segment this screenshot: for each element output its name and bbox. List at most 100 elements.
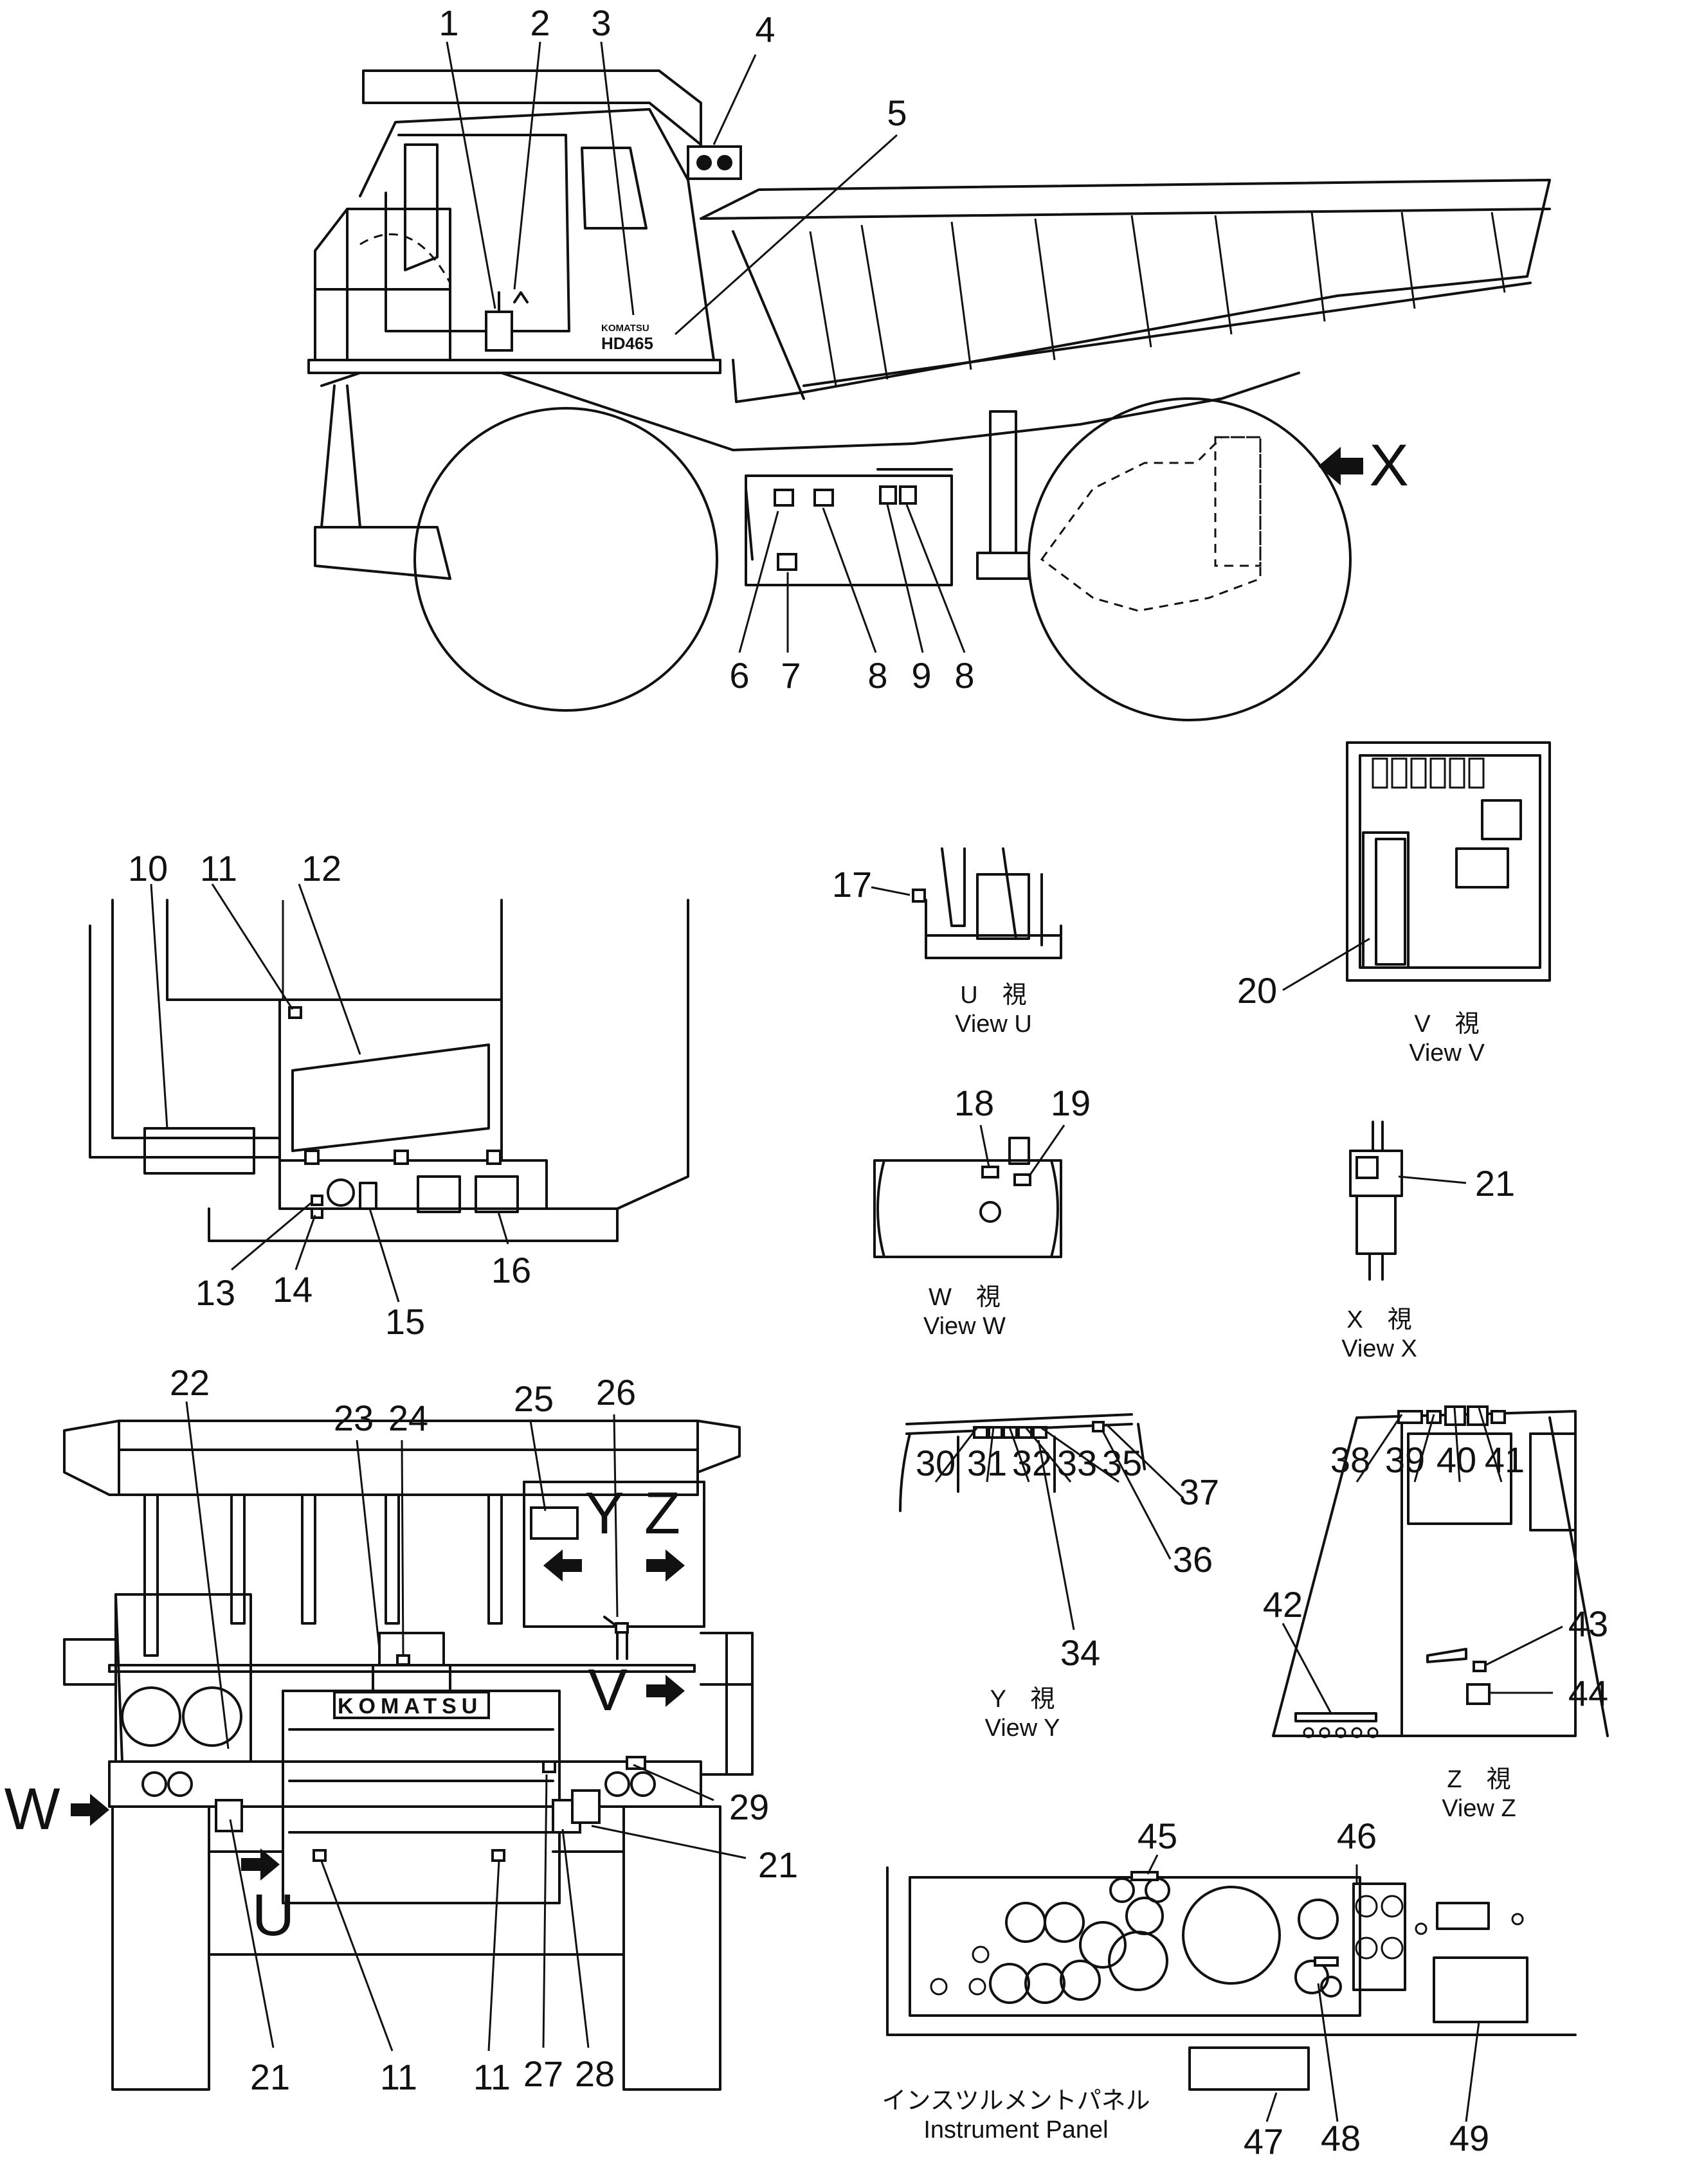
callout-20: 20	[1237, 970, 1277, 1011]
callout-31: 31	[967, 1443, 1007, 1483]
view-y	[899, 1413, 1146, 1512]
view-z-leaders	[1282, 1407, 1563, 1714]
callout-2: 2	[530, 3, 550, 43]
callout-32: 32	[1012, 1443, 1052, 1483]
view-v	[1346, 741, 1551, 982]
callout-44: 44	[1568, 1673, 1608, 1713]
view-y-leaders	[934, 1423, 1184, 1630]
callout-21-front-right: 21	[758, 1845, 798, 1885]
callout-48: 48	[1321, 2118, 1361, 2158]
direction-v-label: V	[588, 1657, 627, 1723]
direction-w-label: W	[5, 1776, 60, 1842]
truck-side-view: KOMATSU HD465	[307, 69, 1551, 721]
direction-u-label: U	[252, 1882, 295, 1948]
callout-39: 39	[1385, 1439, 1425, 1480]
callout-34: 34	[1060, 1632, 1100, 1673]
callout-49: 49	[1449, 2118, 1489, 2158]
callout-38: 38	[1330, 1439, 1370, 1480]
view-captions: U 視 View U V 視 View V W 視 View W X 視 Vie…	[882, 982, 1516, 2143]
instrument-panel-leaders	[1147, 1854, 1480, 2122]
view-w	[873, 1137, 1062, 1258]
callout-25: 25	[514, 1378, 554, 1419]
callout-numbers: 1 2 3 4 5 6 7 8 9 8 10 11 12 13 14 15 16…	[128, 3, 1608, 2161]
callout-19: 19	[1051, 1083, 1091, 1123]
instrument-panel	[886, 1866, 1577, 2091]
callout-22: 22	[170, 1362, 210, 1403]
callout-37: 37	[1179, 1472, 1219, 1512]
callout-15: 15	[385, 1301, 425, 1342]
caption-view-x-en: View X	[1341, 1335, 1417, 1362]
callout-11a: 11	[200, 848, 237, 889]
rear-panel-view	[89, 899, 689, 1242]
caption-view-v-jp: V 視	[1414, 1011, 1479, 1038]
caption-panel-en: Instrument Panel	[923, 2116, 1108, 2143]
callout-9: 9	[911, 655, 931, 696]
caption-view-y-en: View Y	[985, 1715, 1060, 1742]
callout-27: 27	[523, 2053, 563, 2094]
callout-16: 16	[491, 1250, 531, 1290]
callout-42: 42	[1263, 1584, 1303, 1625]
view-z	[1272, 1405, 1609, 1738]
callout-40: 40	[1437, 1439, 1476, 1480]
callout-8b: 8	[954, 655, 974, 696]
callout-23: 23	[334, 1398, 374, 1438]
caption-view-x-jp: X 視	[1346, 1306, 1411, 1333]
callout-12: 12	[302, 848, 341, 889]
callout-6: 6	[729, 655, 749, 696]
callout-47: 47	[1244, 2121, 1283, 2161]
callout-14: 14	[273, 1269, 313, 1310]
callout-41: 41	[1485, 1439, 1525, 1480]
caption-panel-jp: インスツルメントパネル	[882, 2088, 1150, 2115]
callout-45: 45	[1138, 1816, 1177, 1856]
callout-3: 3	[591, 3, 611, 43]
direction-z-label: Z	[644, 1481, 680, 1546]
callout-21-x: 21	[1475, 1163, 1515, 1204]
callout-17: 17	[832, 864, 872, 905]
callout-36: 36	[1173, 1539, 1213, 1580]
callout-8a: 8	[867, 655, 887, 696]
callout-5: 5	[887, 93, 907, 133]
direction-x-label: X	[1369, 433, 1408, 498]
callout-35: 35	[1102, 1443, 1142, 1483]
callout-11b: 11	[380, 2057, 417, 2097]
callout-26: 26	[596, 1372, 636, 1412]
callout-13: 13	[195, 1272, 235, 1313]
caption-view-w-en: View W	[923, 1313, 1006, 1340]
caption-view-u-jp: U 視	[960, 982, 1026, 1009]
callout-1: 1	[439, 3, 458, 43]
callout-46: 46	[1337, 1816, 1377, 1856]
caption-view-z-jp: Z 視	[1447, 1766, 1510, 1793]
brand-small-label: KOMATSU	[601, 323, 649, 334]
callout-18: 18	[954, 1083, 994, 1123]
callout-7: 7	[781, 655, 801, 696]
leader-21-x	[1398, 1175, 1467, 1184]
leader-17	[871, 886, 911, 896]
direction-y-label: Y	[585, 1481, 624, 1546]
brand-front-label: KOMATSU	[338, 1694, 482, 1719]
rear-panel-leaders	[150, 883, 509, 1303]
front-view-arrows	[71, 447, 1363, 1881]
side-view-leaders	[446, 41, 966, 653]
view-x	[1349, 1121, 1403, 1281]
callout-4: 4	[755, 9, 775, 50]
callout-11c: 11	[473, 2057, 511, 2097]
callout-10: 10	[128, 848, 168, 889]
callout-21-front-left: 21	[250, 2057, 290, 2097]
caption-view-u-en: View U	[955, 1011, 1032, 1038]
callout-30: 30	[916, 1443, 956, 1483]
view-u	[912, 847, 1062, 959]
caption-view-y-jp: Y 視	[990, 1686, 1055, 1713]
callout-24: 24	[388, 1398, 428, 1438]
front-view-leaders	[185, 1401, 747, 2052]
callout-43: 43	[1568, 1603, 1608, 1644]
view-w-leaders	[979, 1124, 1065, 1177]
caption-view-z-en: View Z	[1442, 1795, 1516, 1822]
callout-33: 33	[1057, 1443, 1097, 1483]
callout-28: 28	[575, 2053, 615, 2094]
caption-view-v-en: View V	[1409, 1040, 1485, 1067]
caption-view-w-jp: W 視	[929, 1284, 1001, 1311]
direction-letters: X W U V Y Z	[5, 433, 1409, 1948]
truck-front-view: KOMATSU	[63, 1420, 754, 2091]
model-label: HD465	[601, 334, 653, 353]
